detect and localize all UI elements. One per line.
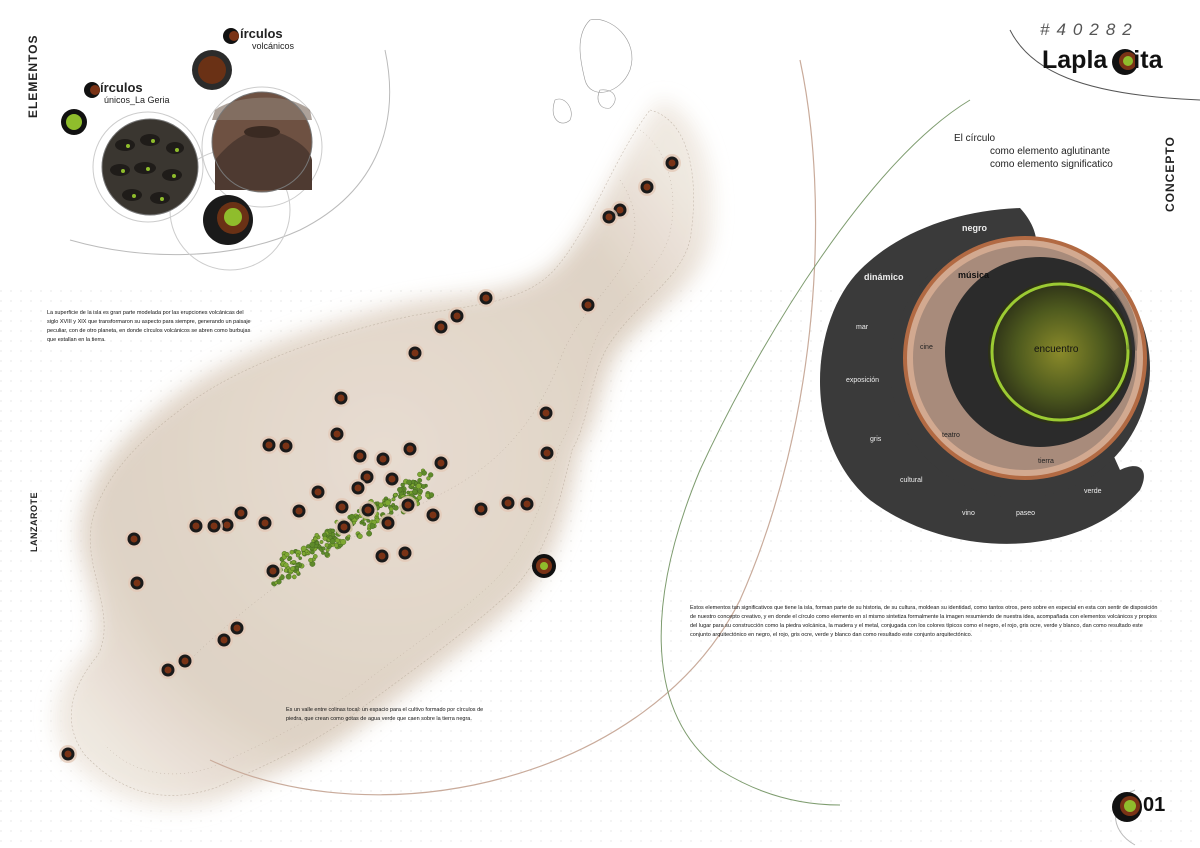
label-cine: cine	[920, 344, 933, 351]
concept-text: El círculo como elemento aglutinante com…	[954, 132, 1113, 171]
paragraph-concept: Estos elementos tan significativos que t…	[690, 605, 1158, 638]
concept-line-2: como elemento aglutinante	[990, 146, 1111, 157]
legend-title-2: írculos	[240, 26, 283, 41]
brand-name-part2: ita	[1133, 46, 1163, 74]
label-paseo: paseo	[1016, 510, 1036, 517]
brand-name: Lapla ita	[1042, 46, 1162, 75]
concept-line-3: como elemento significatico	[990, 159, 1113, 170]
label-teatro: teatro	[942, 432, 960, 439]
heading-lanzarote: LANZAROTE	[29, 492, 39, 552]
legend-circulos-la-geria: írculos únicos_La Geria	[100, 80, 170, 105]
curve-left-top	[69, 49, 391, 256]
brand-code: #40282	[1040, 20, 1139, 39]
concept-line-1: El círculo	[954, 133, 996, 144]
page-number: 01	[1143, 794, 1166, 816]
heading-elementos: ELEMENTOS	[26, 34, 40, 118]
legend-sub-1: únicos_La Geria	[104, 95, 170, 105]
label-verde: verde	[1084, 488, 1102, 495]
brand-name-part1: Lapla	[1042, 46, 1108, 74]
legend-circulos-volcanicos: írculos volcánicos	[240, 26, 294, 51]
label-vino: vino	[962, 510, 975, 517]
heading-concepto: CONCEPTO	[1163, 136, 1177, 212]
page-number-mark	[1112, 792, 1142, 822]
logo-c-mark	[1112, 49, 1138, 75]
label-musica: música	[958, 270, 990, 280]
paragraph-geria: Es un valle entre colinas tocal: un espa…	[286, 707, 484, 722]
label-exposicion: exposición	[846, 377, 880, 384]
label-tierra: tierra	[1038, 458, 1054, 465]
curve-logo	[1009, 29, 1200, 101]
concept-diagram	[820, 208, 1150, 544]
label-cultural: cultural	[900, 477, 923, 484]
label-mar: mar	[856, 324, 869, 331]
label-negro: negro	[962, 223, 988, 233]
volcano-markers	[59, 154, 681, 763]
label-gris: gris	[870, 436, 882, 443]
curve-brown	[209, 59, 817, 796]
legend-graphics	[61, 28, 323, 271]
legend-sub-2: volcánicos	[252, 41, 295, 51]
curve-green	[660, 99, 971, 806]
label-encuentro: encuentro	[1034, 344, 1079, 355]
legend-title-1: írculos	[100, 80, 143, 95]
label-dinamico: dinámico	[864, 272, 904, 282]
paragraph-intro: La superficie de la isla es gran parte m…	[47, 310, 251, 343]
